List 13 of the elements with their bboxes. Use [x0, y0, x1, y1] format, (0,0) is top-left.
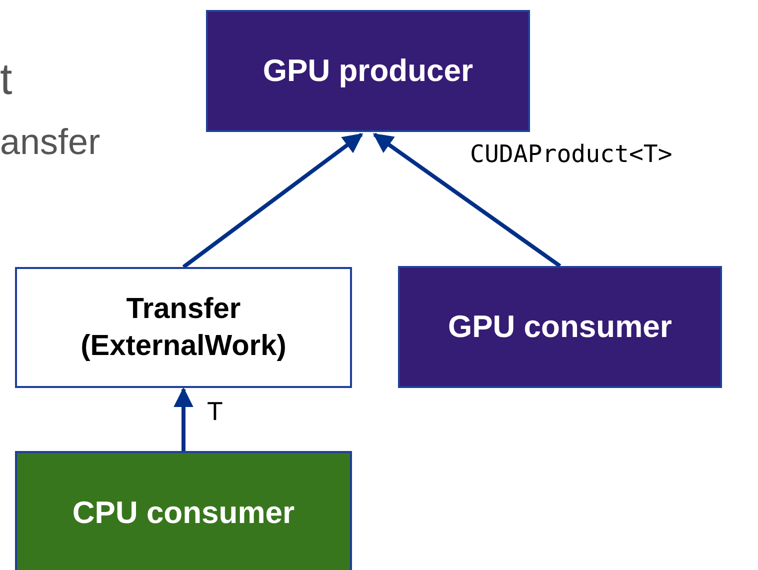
process-box: [206, 10, 530, 132]
process-box: [398, 266, 722, 388]
arrow: [182, 132, 364, 269]
node-label: GPU producer: [262, 52, 474, 90]
node-label: Transfer (ExternalWork): [80, 292, 288, 364]
slide-text: t: [0, 58, 12, 102]
process-box: [15, 451, 352, 570]
slide-text: ansfer: [0, 124, 100, 160]
node-label: CPU consumer: [72, 494, 295, 532]
node-label: GPU consumer: [448, 308, 672, 346]
arrow: [174, 387, 194, 451]
process-box: [15, 267, 352, 388]
arrow: [372, 132, 562, 268]
